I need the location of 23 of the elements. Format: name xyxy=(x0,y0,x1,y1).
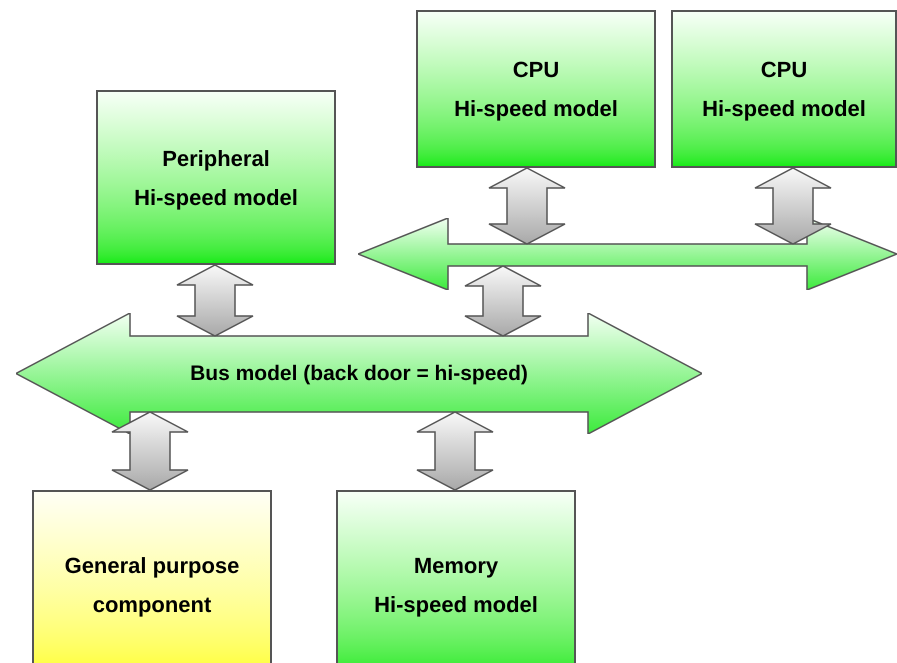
double-arrow xyxy=(464,265,542,337)
double-arrow xyxy=(416,411,494,491)
bus-label: Bus model (back door = hi-speed) xyxy=(190,360,528,387)
box-title: Memory xyxy=(412,552,500,580)
component-box xyxy=(32,490,272,663)
box-subtitle: Hi-speed model xyxy=(453,95,619,123)
component-box xyxy=(671,10,897,168)
double-arrow xyxy=(111,411,189,491)
box-title: CPU xyxy=(760,56,808,84)
box-subtitle: Hi-speed model xyxy=(133,184,299,212)
box-title: CPU xyxy=(512,56,560,84)
double-arrow xyxy=(754,167,832,245)
box-title: General purpose component xyxy=(64,552,240,619)
box-subtitle: Hi-speed model xyxy=(701,95,867,123)
component-box xyxy=(336,490,576,663)
double-arrow xyxy=(488,167,566,245)
double-arrow xyxy=(176,264,254,337)
component-box xyxy=(96,90,336,265)
box-subtitle: Hi-speed model xyxy=(373,591,539,619)
component-box xyxy=(416,10,656,168)
bus-arrow-shape xyxy=(358,218,897,290)
bus-arrow-shape xyxy=(16,313,702,434)
box-title: Peripheral xyxy=(161,144,271,173)
